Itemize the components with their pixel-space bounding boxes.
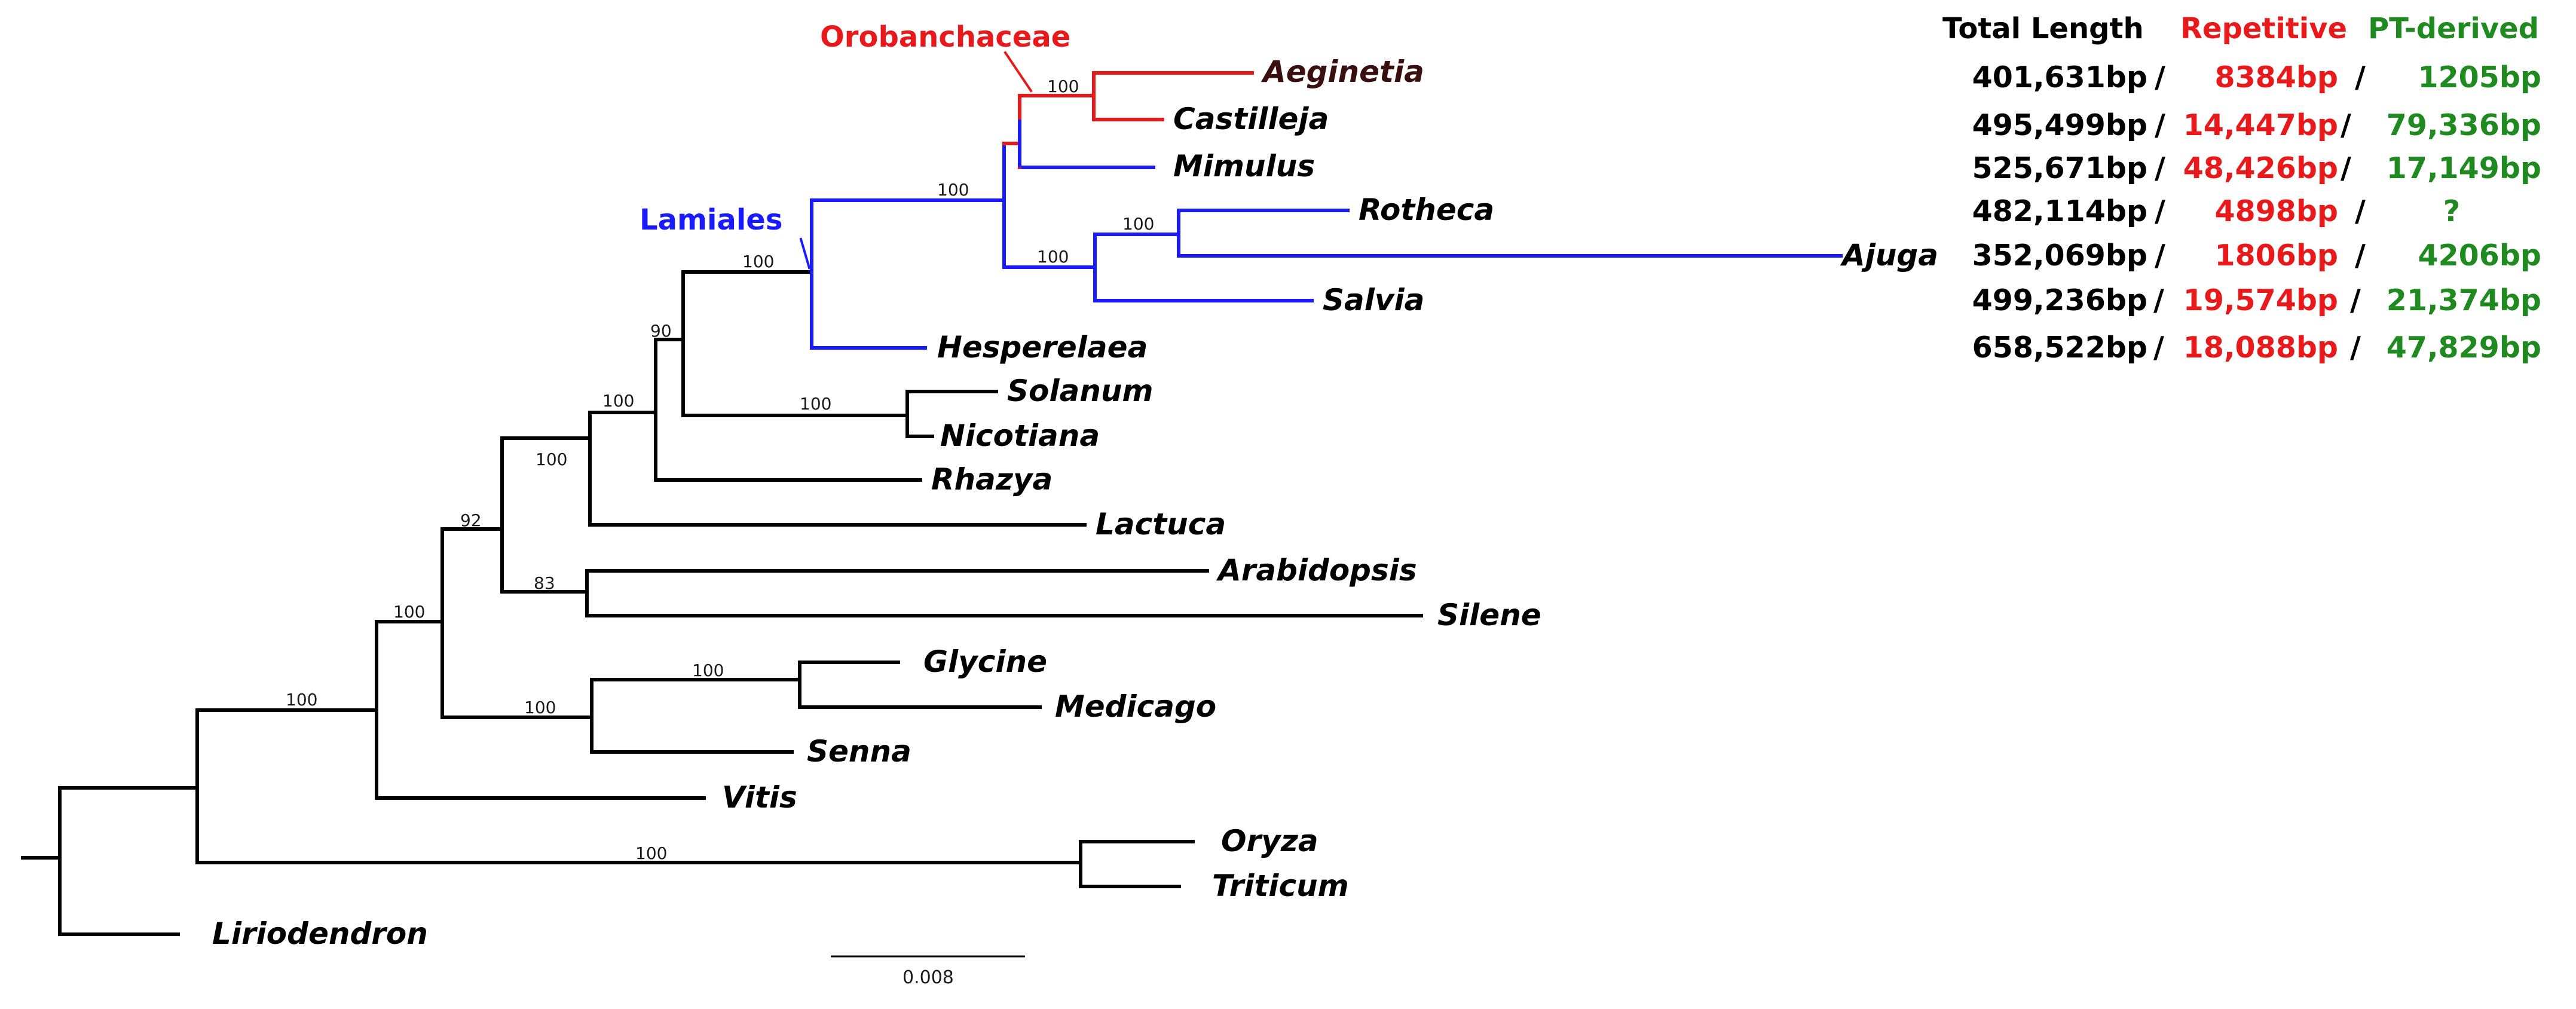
taxon-arabidopsis: Arabidopsis (1216, 553, 1417, 588)
taxon-castilleja: Castilleja (1173, 102, 1329, 136)
sep: / (2155, 60, 2165, 94)
support-pentapetalae: 92 (460, 510, 482, 530)
support-rotheca-ajuga: 100 (1122, 214, 1154, 234)
branches-lamiales (799, 142, 1843, 350)
total-ajuga: 352,069bp (1972, 239, 2147, 273)
taxon-solanum: Solanum (1007, 374, 1154, 408)
repetitive-aeginetia: 8384bp (2214, 60, 2338, 94)
sep: / (2155, 194, 2165, 228)
taxon-hesperelaea: Hesperelaea (937, 330, 1148, 365)
taxon-aeginetia: Aeginetia (1261, 54, 1424, 89)
total-mimulus: 525,671bp (1972, 151, 2147, 185)
sep: / (2341, 108, 2351, 142)
taxon-senna: Senna (807, 734, 911, 769)
sep: / (2153, 283, 2164, 317)
taxon-liriodendron: Liriodendron (212, 916, 428, 951)
repetitive-castilleja: 14,447bp (2183, 108, 2338, 142)
support-lamiales-core: 100 (937, 180, 969, 200)
repetitive-ajuga: 1806bp (2214, 239, 2338, 273)
pt-castilleja: 79,336bp (2387, 108, 2541, 142)
pt-mimulus: 17,149bp (2387, 151, 2541, 185)
support-lamiaceae: 100 (1037, 247, 1069, 267)
scale-bar-label: 0.008 (902, 967, 954, 988)
support-values: 100 100 100 100 100 90 100 100 100 92 83… (286, 77, 1154, 863)
pt-hesperelaea: 47,829bp (2387, 331, 2541, 365)
taxon-rhazya: Rhazya (931, 462, 1053, 497)
pt-salvia: 21,374bp (2387, 283, 2541, 317)
sep: / (2355, 239, 2366, 273)
support-lamiales: 100 (742, 252, 774, 271)
repetitive-rotheca: 4898bp (2214, 194, 2338, 228)
repetitive-mimulus: 48,426bp (2183, 151, 2338, 185)
sep: / (2341, 151, 2351, 185)
pt-aeginetia: 1205bp (2418, 60, 2541, 94)
total-salvia: 499,236bp (1972, 283, 2147, 317)
pt-ajuga: 4206bp (2418, 239, 2541, 273)
total-castilleja: 495,499bp (1972, 108, 2147, 142)
taxon-nicotiana: Nicotiana (940, 418, 1100, 453)
taxon-triticum: Triticum (1212, 869, 1349, 903)
sep: / (2355, 60, 2366, 94)
repetitive-salvia: 19,574bp (2183, 283, 2338, 317)
support-eudicots: 100 (286, 690, 317, 710)
total-rotheca: 482,114bp (1972, 194, 2147, 228)
sep: / (2350, 331, 2361, 365)
clade-label-orobanchaceae: Orobanchaceae (820, 20, 1070, 54)
support-asterids: 100 (536, 450, 567, 469)
support-fabaceae: 100 (524, 698, 556, 717)
taxon-medicago: Medicago (1055, 689, 1216, 724)
support-orobanchaceae: 100 (1047, 77, 1079, 96)
taxon-vitis: Vitis (722, 780, 797, 815)
taxon-oryza: Oryza (1221, 824, 1318, 858)
support-angiosperms: 100 (635, 843, 667, 863)
support-glycine-medicago: 100 (692, 661, 724, 680)
repetitive-hesperelaea: 18,088bp (2183, 331, 2338, 365)
scale-bar: 0.008 (831, 955, 1025, 988)
support-eudicots-core: 100 (393, 602, 425, 622)
taxon-labels: Aeginetia Castilleja Mimulus Rotheca Aju… (212, 54, 1938, 951)
sep: / (2153, 331, 2164, 365)
header-repetitive: Repetitive (2180, 12, 2347, 45)
total-aeginetia: 401,631bp (1972, 60, 2147, 94)
taxon-rotheca: Rotheca (1359, 192, 1494, 227)
header-pt-derived: PT-derived (2368, 12, 2539, 45)
clade-label-lamiales: Lamiales (640, 203, 782, 237)
sep: / (2355, 194, 2366, 228)
support-solanum-nicotiana: 100 (800, 394, 831, 414)
taxon-glycine: Glycine (923, 644, 1047, 679)
branches-black (21, 270, 1423, 936)
support-arabidopsis-silene: 83 (534, 573, 555, 593)
sep: / (2155, 108, 2165, 142)
taxon-ajuga: Ajuga (1840, 238, 1938, 273)
sep: / (2155, 239, 2165, 273)
total-hesperelaea: 658,522bp (1972, 331, 2147, 365)
sep: / (2350, 283, 2361, 317)
pt-rotheca: ? (2443, 194, 2460, 228)
taxon-lactuca: Lactuca (1096, 507, 1226, 542)
sep: / (2155, 151, 2165, 185)
taxon-silene: Silene (1437, 598, 1541, 632)
genome-stats-table: Total Length Repetitive PT-derived 401,6… (1942, 12, 2541, 365)
taxon-salvia: Salvia (1323, 283, 1424, 317)
support-lamiids: 100 (602, 391, 634, 411)
header-total-length: Total Length (1942, 12, 2144, 45)
support-lamiales-solanales: 90 (650, 321, 672, 341)
taxon-mimulus: Mimulus (1173, 149, 1315, 184)
